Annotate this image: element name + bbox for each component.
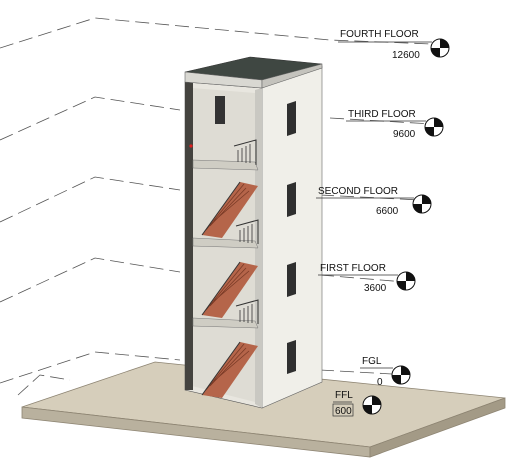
level-elevation: 3600 bbox=[364, 283, 387, 294]
level-name: FFL bbox=[335, 390, 353, 401]
level-line-second[interactable] bbox=[0, 176, 421, 223]
tower-windows bbox=[287, 101, 296, 374]
stair-flight-1[interactable] bbox=[201, 299, 259, 398]
level-name: FGL bbox=[362, 356, 382, 367]
level-target-icon[interactable] bbox=[391, 365, 411, 385]
level-name: SECOND FLOOR bbox=[318, 186, 398, 197]
level-name: FIRST FLOOR bbox=[320, 263, 386, 274]
stair-flight-2[interactable] bbox=[201, 219, 259, 318]
stair-tower[interactable] bbox=[184, 56, 323, 409]
level-head-ffl[interactable]: FFL 600 bbox=[332, 390, 382, 417]
level-elevation: 0 bbox=[377, 377, 383, 388]
level-head-fgl[interactable]: FGL 0 bbox=[360, 356, 411, 388]
level-head-first[interactable]: FIRST FLOOR 3600 bbox=[318, 263, 416, 294]
level-target-icon[interactable] bbox=[396, 271, 416, 291]
level-line-first[interactable] bbox=[0, 257, 406, 303]
level-name: THIRD FLOOR bbox=[348, 109, 416, 120]
level-elevation: 600 bbox=[335, 406, 352, 417]
level-elevation-box bbox=[332, 403, 354, 417]
level-name: FOURTH FLOOR bbox=[340, 29, 419, 40]
level-elevation: 12600 bbox=[392, 50, 420, 61]
level-target-icon[interactable] bbox=[430, 38, 450, 58]
level-head-fourth[interactable]: FOURTH FLOOR 12600 bbox=[338, 29, 450, 61]
level-elevation: 9600 bbox=[393, 129, 416, 140]
level-target-icon[interactable] bbox=[362, 395, 382, 415]
level-target-icon[interactable] bbox=[412, 194, 432, 214]
level-elevation: 6600 bbox=[376, 206, 399, 217]
level-head-second[interactable]: SECOND FLOOR 6600 bbox=[316, 186, 432, 217]
level-target-icon[interactable] bbox=[424, 117, 444, 137]
level-line-fgl[interactable] bbox=[0, 351, 393, 384]
stair-flight-3[interactable] bbox=[201, 139, 258, 238]
level-head-third[interactable]: THIRD FLOOR 9600 bbox=[346, 109, 444, 140]
